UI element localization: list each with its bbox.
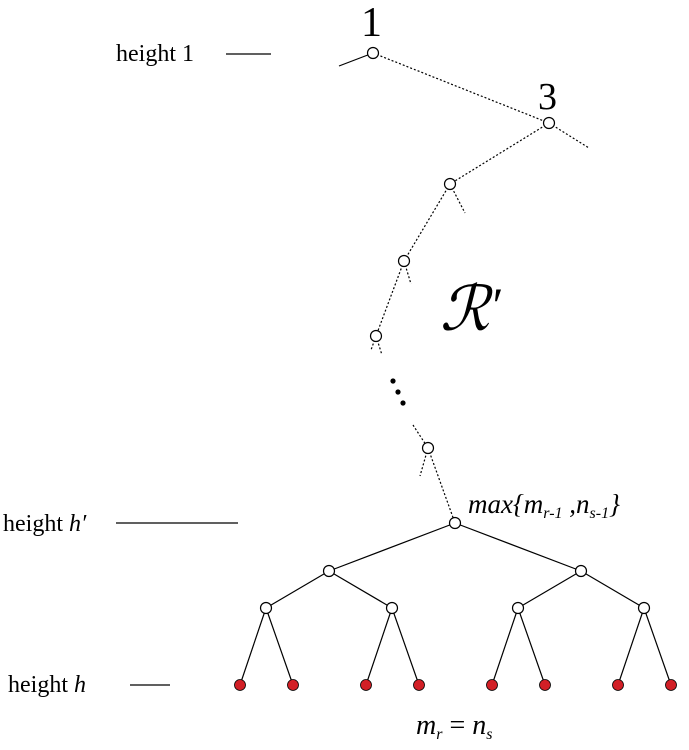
p4-upper-stub	[412, 424, 429, 449]
tree-edge	[580, 570, 645, 609]
second-node-label: 3	[538, 76, 557, 118]
level-label-height-1: height 1	[116, 41, 194, 67]
leaf-node	[413, 679, 425, 691]
tree-edge	[454, 522, 582, 572]
ellipsis-dot	[400, 400, 406, 406]
tree-node	[322, 564, 336, 578]
root-node	[366, 46, 380, 60]
tree-edge	[328, 570, 393, 609]
tree-edge	[643, 607, 672, 686]
tree-node	[511, 601, 525, 615]
leaf-node	[539, 679, 551, 691]
tree-edge	[517, 570, 582, 609]
tree-edge	[617, 607, 645, 686]
tree-edge	[491, 607, 519, 686]
p3-down-stub	[370, 335, 377, 351]
level-label-height-h: height h	[8, 672, 86, 698]
tree-node	[259, 601, 273, 615]
leaf-nodes	[234, 679, 677, 691]
leaf-node	[665, 679, 677, 691]
ellipsis-dot	[395, 389, 401, 395]
edge-node3-to-p1	[449, 122, 550, 185]
leaf-node	[287, 679, 299, 691]
max-label: max{mr-1 ,ns-1}	[468, 489, 620, 522]
vertical-ellipsis	[390, 378, 406, 406]
height-h-prime-node	[448, 516, 462, 530]
tree-edge	[265, 607, 294, 686]
path-node	[397, 254, 411, 268]
tree-edge	[328, 522, 456, 572]
internal-nodes	[259, 46, 651, 615]
ellipsis-dot	[390, 378, 396, 384]
path-node	[369, 329, 383, 343]
tree-edge	[365, 607, 393, 686]
path-node	[421, 441, 435, 455]
root-node-label: 1	[361, 0, 382, 46]
tree-node	[385, 601, 399, 615]
node3-right-stub	[548, 122, 590, 149]
tree-edge	[391, 607, 420, 686]
tree-node	[574, 564, 588, 578]
edge-p2-to-p3	[375, 260, 405, 337]
bottom-equation-label: mr = ns	[416, 710, 493, 743]
edge-p1-to-p2	[403, 183, 451, 262]
leaf-node	[612, 679, 624, 691]
p3-stub	[375, 335, 383, 356]
tree-edge	[265, 570, 330, 609]
tree-edge	[239, 607, 267, 686]
edge-root-to-node3	[372, 52, 550, 124]
lower-binary-tree	[239, 522, 672, 686]
leaf-node	[486, 679, 498, 691]
leaf-node	[234, 679, 246, 691]
node-3	[542, 116, 556, 130]
tree-edge	[517, 607, 546, 686]
path-node	[443, 177, 457, 191]
region-label-r-prime: ℛ′	[440, 276, 501, 344]
upper-path	[338, 52, 590, 524]
edge-p4-to-hprime	[427, 447, 456, 524]
leaf-node	[360, 679, 372, 691]
tree-node	[637, 601, 651, 615]
level-label-height-h-prime: height h′	[3, 511, 87, 537]
